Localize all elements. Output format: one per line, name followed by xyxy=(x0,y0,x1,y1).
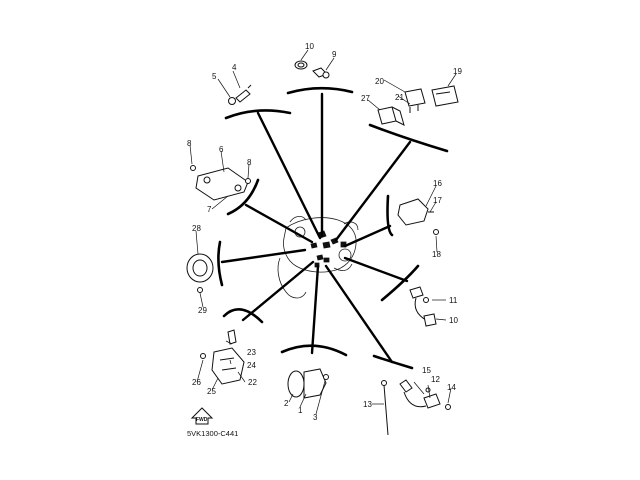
part-horn-29 xyxy=(186,253,214,293)
group-brackets xyxy=(217,86,449,370)
callout-29: 28 xyxy=(192,224,201,233)
callout-7: 7 xyxy=(207,205,212,214)
callout-4: 4 xyxy=(232,63,237,72)
part-relay-21-22 xyxy=(404,88,426,113)
part-bracket-6-7-8 xyxy=(190,165,251,201)
callout-11: 10 xyxy=(449,316,458,325)
callout-27: 26 xyxy=(192,378,201,387)
callout-9: 9 xyxy=(332,50,337,59)
callout-8-right: 8 xyxy=(247,158,252,167)
callout-13: 12 xyxy=(431,375,440,384)
callout-5: 5 xyxy=(212,72,217,81)
front-label: FWD xyxy=(196,417,208,423)
part-unit-17-18-19 xyxy=(397,198,439,235)
callout-10: 10 xyxy=(305,42,314,51)
callout-19: 18 xyxy=(432,250,441,259)
callout-22: 21 xyxy=(395,93,404,102)
part-grommet-10 xyxy=(294,60,308,70)
callout-15: 14 xyxy=(447,383,456,392)
part-switch-13-16 xyxy=(381,379,451,436)
callout-17: 16 xyxy=(433,179,442,188)
callout-2: 2 xyxy=(284,399,289,408)
callout-24: 23 xyxy=(247,348,256,357)
part-relay-20 xyxy=(431,85,459,107)
part-sensor-11-12 xyxy=(409,286,437,327)
callout-21: 20 xyxy=(375,77,384,86)
drawing-code: 5VK1300-C441 xyxy=(187,429,238,438)
callout-25: 24 xyxy=(247,361,256,370)
part-lamp-1-2-3 xyxy=(287,368,329,399)
callout-18: 17 xyxy=(433,196,442,205)
callout-3: 3 xyxy=(313,413,318,422)
callout-8-left: 8 xyxy=(187,139,192,148)
callout-6: 6 xyxy=(219,145,224,154)
callout-labels: 10 9 4 5 20 21 19 27 8 6 8 7 16 17 18 28… xyxy=(187,42,462,422)
leader-lines xyxy=(189,49,457,415)
front-direction-indicator: FWD xyxy=(190,407,214,425)
part-bracket-23-27 xyxy=(200,329,245,385)
part-switch-9 xyxy=(312,67,330,79)
callout-26: 25 xyxy=(207,387,216,396)
part-sensor-4-5 xyxy=(228,84,252,105)
callout-23: 22 xyxy=(248,378,257,387)
callout-16: 15 xyxy=(422,366,431,375)
callout-20: 19 xyxy=(453,67,462,76)
callout-12: 11 xyxy=(449,296,458,305)
callout-30: 29 xyxy=(198,306,207,315)
part-relay-28 xyxy=(377,106,405,126)
callout-28: 27 xyxy=(361,94,370,103)
callout-14: 13 xyxy=(363,400,372,409)
callout-1: 1 xyxy=(298,406,303,415)
connector-rays xyxy=(220,92,412,364)
